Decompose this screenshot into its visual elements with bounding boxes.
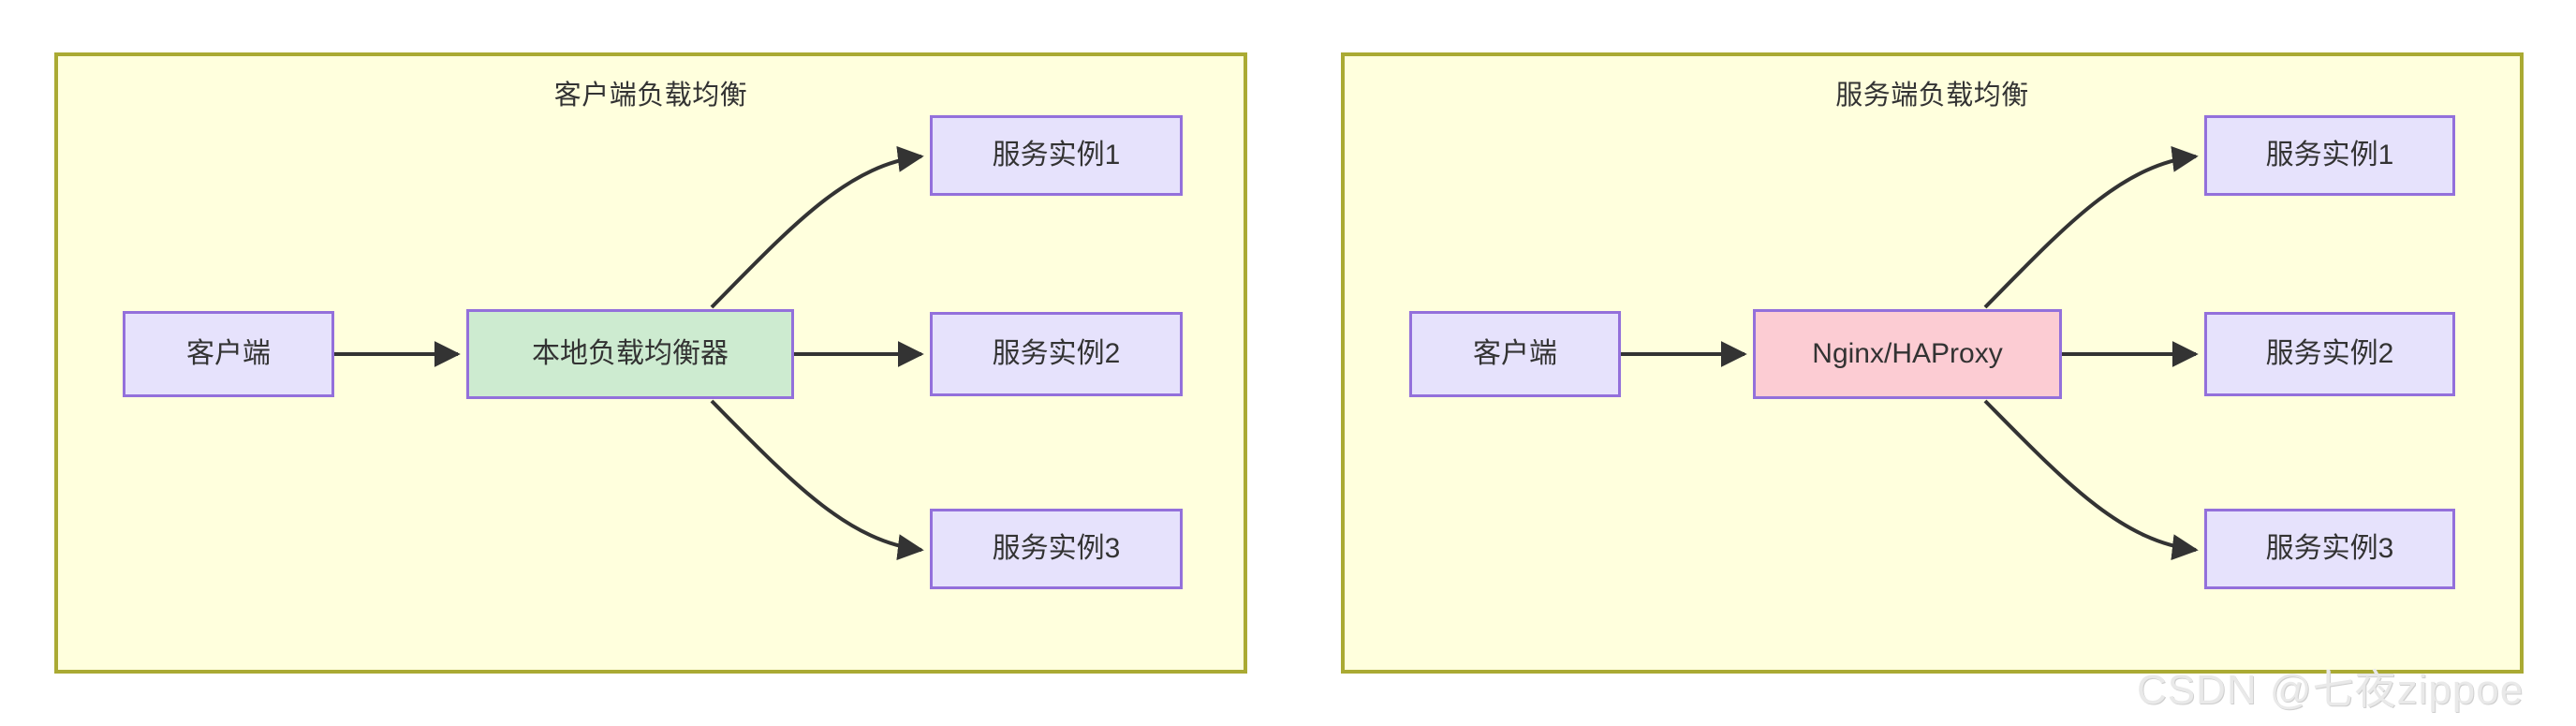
node-proxy[interactable]: Nginx/HAProxy xyxy=(1753,309,2062,399)
node-local-lb-label: 本地负载均衡器 xyxy=(532,338,729,369)
node-instance-1-left[interactable]: 服务实例1 xyxy=(930,115,1183,196)
node-client-right-label: 客户端 xyxy=(1473,338,1557,369)
node-proxy-label: Nginx/HAProxy xyxy=(1812,338,2003,369)
node-client-left-label: 客户端 xyxy=(186,338,271,369)
node-instance-3-left-label: 服务实例3 xyxy=(992,533,1121,564)
panel-server-side-title: 服务端负载均衡 xyxy=(1835,81,2029,111)
node-instance-1-left-label: 服务实例1 xyxy=(992,140,1121,170)
node-instance-2-left-label: 服务实例2 xyxy=(992,338,1121,369)
watermark: CSDN @七夜zippoe xyxy=(2137,667,2524,713)
node-client-right[interactable]: 客户端 xyxy=(1409,311,1621,397)
node-instance-2-right-label: 服务实例2 xyxy=(2265,338,2394,369)
node-instance-1-right-label: 服务实例1 xyxy=(2265,140,2394,170)
node-client-left[interactable]: 客户端 xyxy=(123,311,334,397)
node-instance-3-right-label: 服务实例3 xyxy=(2265,533,2394,564)
node-instance-2-right[interactable]: 服务实例2 xyxy=(2204,312,2455,396)
panel-client-side-title: 客户端负载均衡 xyxy=(553,81,748,111)
node-instance-3-right[interactable]: 服务实例3 xyxy=(2204,509,2455,589)
node-instance-2-left[interactable]: 服务实例2 xyxy=(930,312,1183,396)
node-instance-3-left[interactable]: 服务实例3 xyxy=(930,509,1183,589)
node-instance-1-right[interactable]: 服务实例1 xyxy=(2204,115,2455,196)
node-local-lb[interactable]: 本地负载均衡器 xyxy=(466,309,794,399)
